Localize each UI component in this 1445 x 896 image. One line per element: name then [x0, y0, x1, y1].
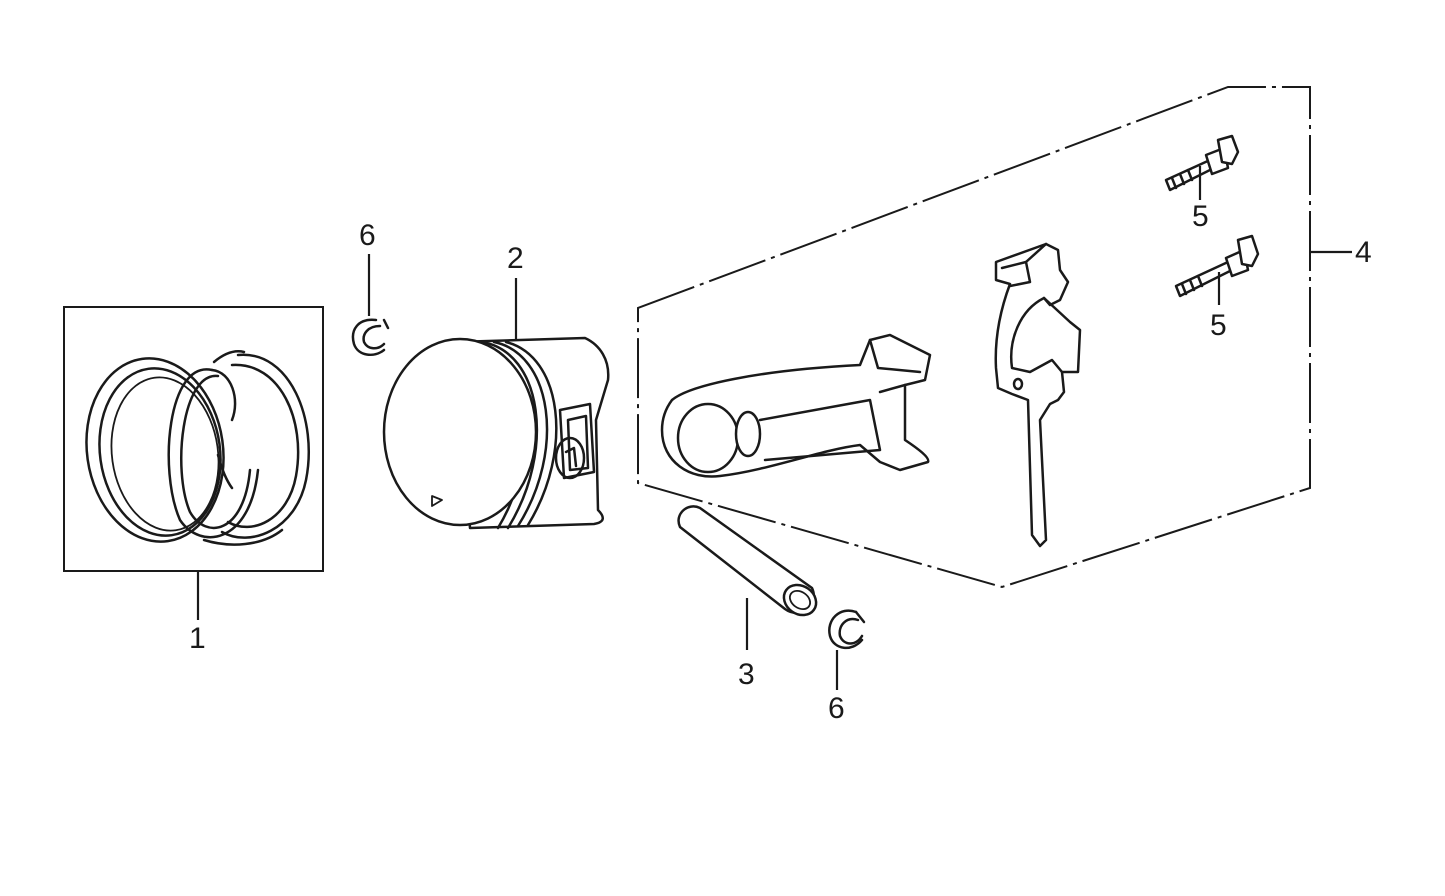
callout-6-lower: 6	[828, 692, 845, 725]
callout-4: 4	[1355, 236, 1372, 269]
callout-5-upper: 5	[1192, 200, 1209, 233]
ring-set-frame	[63, 306, 324, 572]
rod-assembly-boundary	[637, 86, 1311, 589]
rod-cap-icon	[994, 242, 1082, 548]
piston-group: 2	[382, 242, 610, 530]
piston-icon	[382, 336, 610, 530]
pin-clip-icon	[351, 318, 390, 357]
piston-rings-icon	[85, 350, 310, 546]
callout-2: 2	[507, 242, 524, 275]
callout-1: 1	[189, 622, 206, 655]
rod-bolt-icon	[1164, 134, 1240, 192]
pin-clip-icon	[828, 609, 866, 649]
connecting-rod-icon	[660, 333, 932, 478]
connecting-rod-assembly-group: 4 5	[637, 86, 1372, 589]
piston-ring-set-group: 1	[63, 306, 324, 655]
callout-5-lower: 5	[1210, 309, 1227, 342]
piston-pin-icon	[677, 505, 818, 617]
rod-bolt-upper-group: 5	[1164, 134, 1240, 233]
rod-bolt-lower-group: 5	[1174, 234, 1260, 342]
callout-6-upper: 6	[359, 219, 376, 252]
callout-3: 3	[738, 658, 755, 691]
pin-clip-lower-group: 6	[828, 609, 866, 725]
pin-clip-upper-group: 6	[351, 219, 390, 357]
rod-bolt-icon	[1174, 234, 1260, 298]
piston-pin-group: 3	[677, 505, 818, 691]
